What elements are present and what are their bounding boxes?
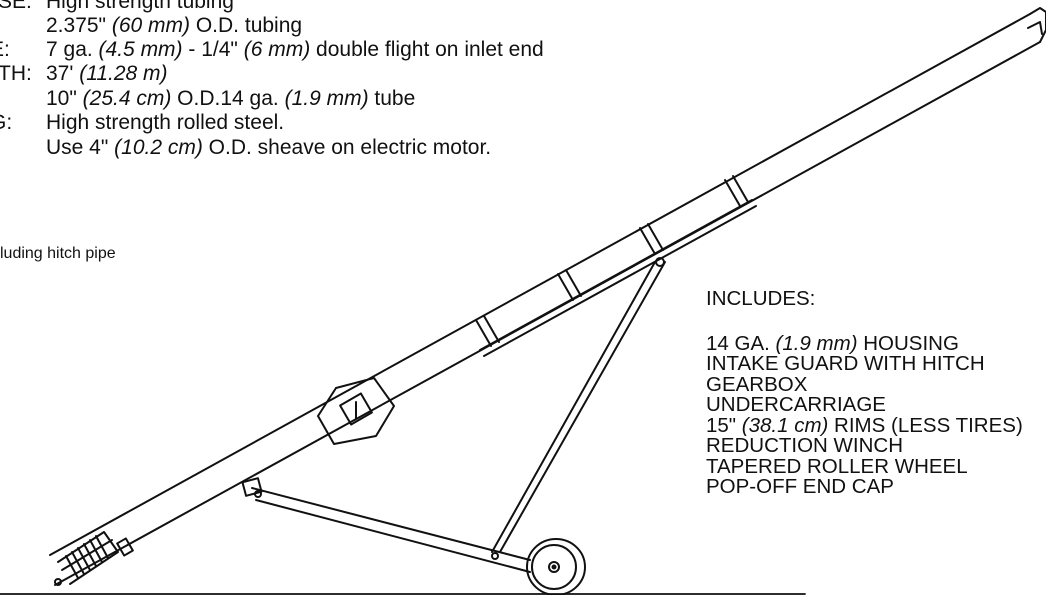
- includes-title: INCLUDES:: [706, 287, 816, 310]
- intake-guard: [54, 531, 134, 586]
- text-segment: UNDERCARRIAGE: [706, 393, 886, 416]
- text-segment: High strength rolled steel.: [46, 111, 285, 134]
- spec-text: 7 ga. (4.5 mm) - 1/4" (6 mm) double flig…: [46, 38, 544, 63]
- metric-value: (1.9 mm): [775, 331, 858, 355]
- hitch-note: luding hitch pipe: [0, 245, 116, 262]
- spec-text: 10" (25.4 cm) O.D.14 ga. (1.9 mm) tube: [46, 87, 415, 112]
- includes-item: UNDERCARRIAGE: [706, 393, 1046, 416]
- includes-item: REDUCTION WINCH: [706, 434, 1046, 457]
- metric-value: (38.1 cm): [741, 413, 829, 437]
- metric-value: (25.4 cm): [82, 87, 172, 110]
- text-segment: 7 ga.: [46, 38, 99, 61]
- text-segment: 10": [46, 87, 83, 110]
- spec-text: Use 4" (10.2 cm) O.D. sheave on electric…: [46, 136, 491, 161]
- spec-text: High strength tubing: [46, 0, 234, 15]
- text-segment: POP-OFF END CAP: [706, 475, 894, 498]
- text-segment: RIMS (LESS TIRES): [828, 413, 1023, 437]
- text-segment: 14 GA.: [706, 331, 776, 355]
- text-segment: tube: [368, 87, 416, 110]
- text-segment: O.D. sheave on electric motor.: [202, 136, 492, 159]
- text-segment: - 1/4": [182, 38, 244, 61]
- text-segment: O.D.14 ga.: [171, 87, 285, 110]
- includes-item: 14 GA. (1.9 mm) HOUSING: [706, 331, 1046, 355]
- spec-text: High strength rolled steel.: [46, 111, 284, 136]
- metric-value: (1.9 mm): [284, 87, 369, 110]
- spec-text: 37' (11.28 m): [46, 62, 168, 87]
- gearbox: [317, 377, 395, 445]
- includes-item: 15" (38.1 cm) RIMS (LESS TIRES): [706, 413, 1046, 437]
- text-segment: 37': [46, 62, 80, 85]
- includes-item: TAPERED ROLLER WHEEL: [706, 454, 1046, 478]
- end-cap: [1029, 7, 1046, 43]
- text-segment: HOUSING: [857, 331, 959, 355]
- metric-value: (11.28 m): [79, 62, 168, 85]
- text-segment: High strength tubing: [46, 0, 234, 13]
- wheel: [526, 538, 586, 595]
- spec-text: 2.375" (60 mm) O.D. tubing: [46, 14, 302, 39]
- text-segment: INTAKE GUARD WITH HITCH: [706, 352, 985, 375]
- truss-strut: [491, 261, 656, 553]
- tube-bands: [475, 175, 749, 347]
- spec-label: TH:: [0, 62, 32, 85]
- spec-label: G:: [0, 111, 13, 134]
- undercarriage-arm: [251, 487, 531, 561]
- text-segment: REDUCTION WINCH: [706, 434, 904, 457]
- spec-label: E:: [0, 38, 10, 61]
- text-segment: 2.375": [46, 14, 112, 37]
- metric-value: (60 mm): [111, 14, 191, 37]
- text-segment: double flight on inlet end: [310, 38, 544, 61]
- text-segment: Use 4": [46, 136, 115, 159]
- metric-value: (10.2 cm): [114, 136, 203, 159]
- includes-item: GEARBOX: [706, 372, 1046, 396]
- text-segment: GEARBOX: [706, 372, 808, 396]
- metric-value: (6 mm): [243, 38, 311, 61]
- upper-rail: [479, 199, 753, 351]
- text-segment: O.D. tubing: [190, 14, 303, 37]
- includes-item: POP-OFF END CAP: [706, 475, 1046, 498]
- text-segment: TAPERED ROLLER WHEEL: [706, 454, 968, 478]
- includes-item: INTAKE GUARD WITH HITCH: [706, 352, 1046, 375]
- tube-top-edge: [49, 13, 1031, 556]
- text-segment: 15": [706, 413, 742, 437]
- spec-label: SE:: [0, 0, 32, 13]
- end-cap-spout: [1027, 21, 1043, 35]
- metric-value: (4.5 mm): [98, 38, 183, 61]
